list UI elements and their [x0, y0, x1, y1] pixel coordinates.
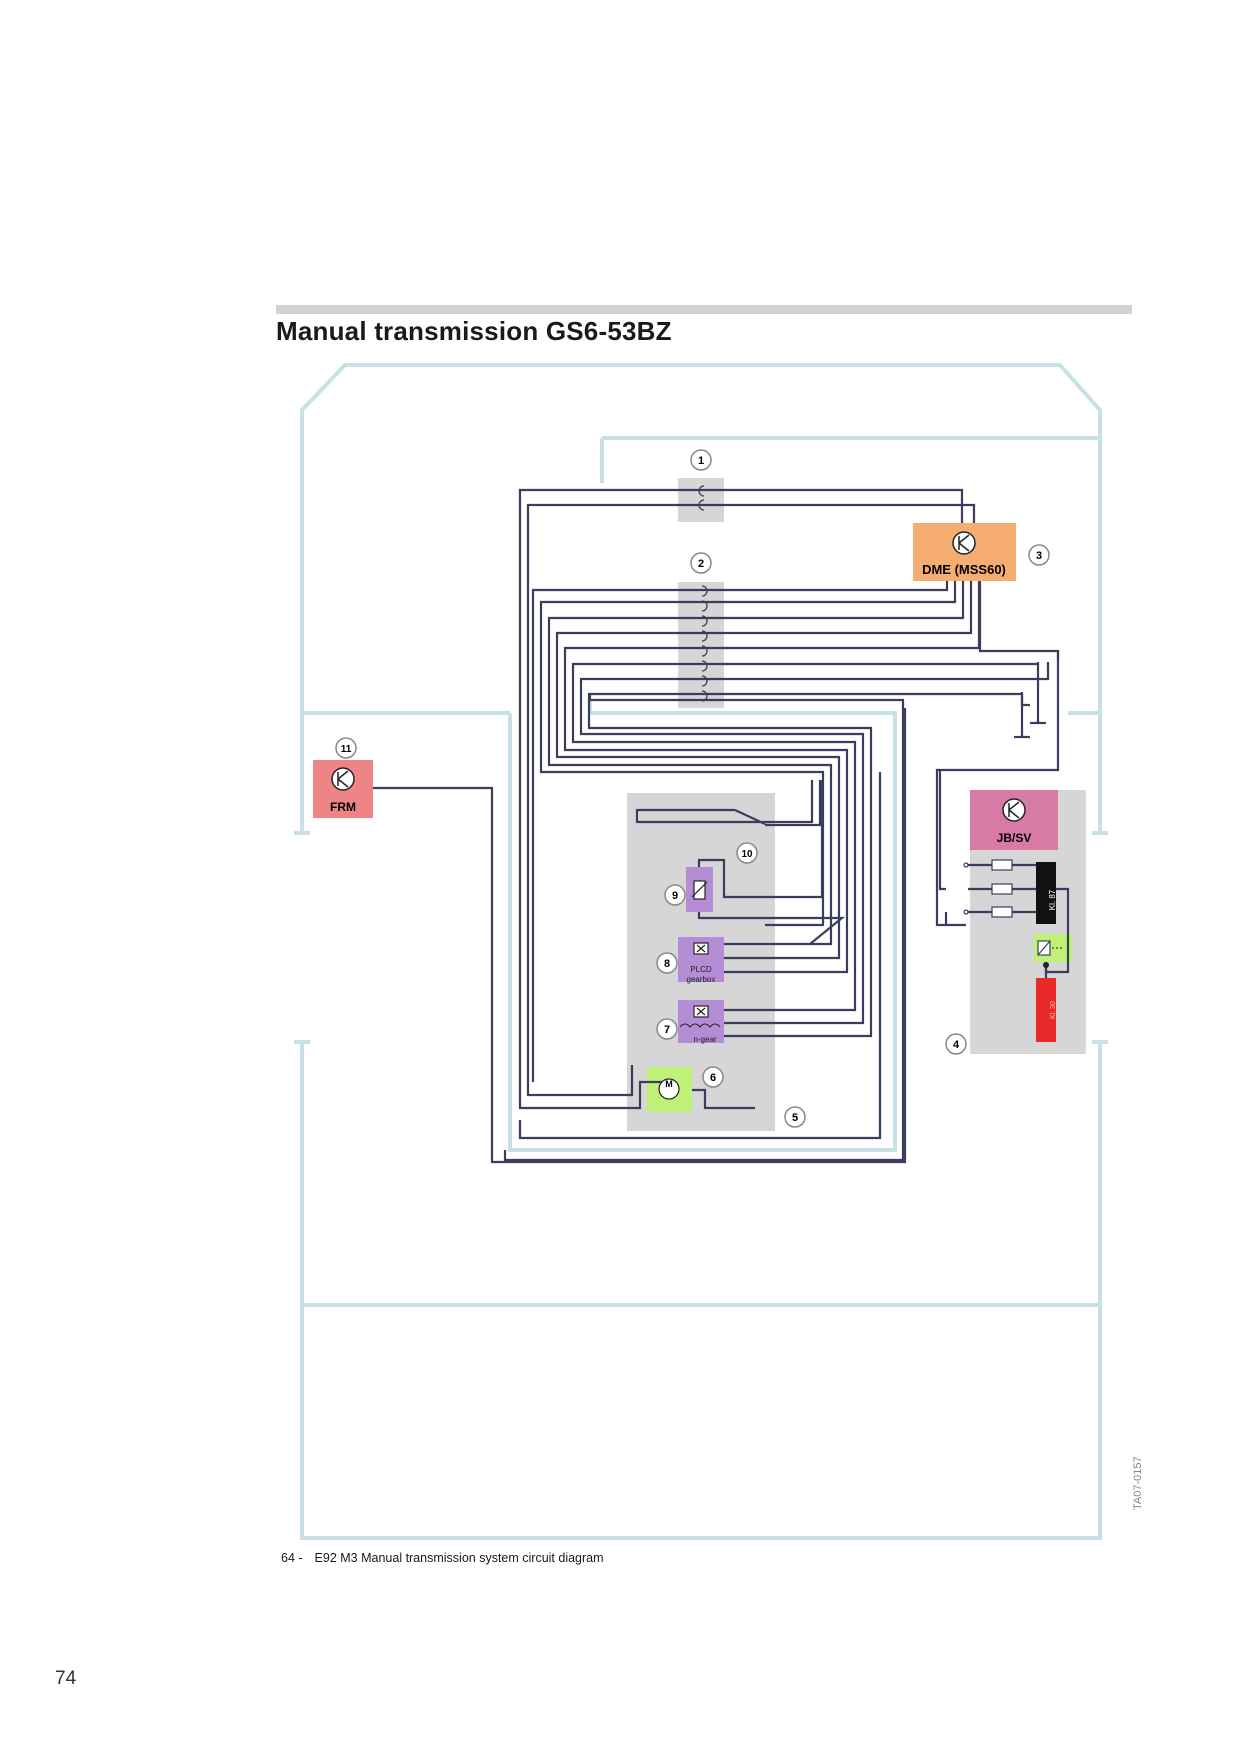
callout-10: 10	[736, 842, 758, 864]
wiring	[373, 488, 1070, 1164]
relay-symbol	[1037, 940, 1064, 956]
svg-text:11: 11	[341, 744, 352, 755]
svg-text:10: 10	[741, 849, 753, 860]
callout-9: 9	[664, 884, 686, 906]
vehicle-frame	[294, 363, 1108, 1540]
kl87-label: Kl. 87	[1048, 889, 1057, 910]
svg-text:8: 8	[664, 958, 670, 970]
svg-text:9: 9	[672, 890, 678, 902]
junction-dot	[1043, 962, 1049, 968]
n-gear-wave	[679, 1023, 721, 1028]
frm-label: FRM	[330, 800, 356, 814]
svg-text:4: 4	[953, 1039, 960, 1051]
callout-8: 8	[656, 952, 678, 974]
page-title: Manual transmission GS6-53BZ	[276, 316, 672, 346]
connector-2-pin	[701, 615, 708, 627]
motor-label: M	[665, 1079, 673, 1089]
svg-text:3: 3	[1036, 550, 1042, 562]
dme-label: DME (MSS60)	[922, 562, 1006, 577]
svg-text:2: 2	[698, 558, 704, 570]
svg-text:1: 1	[698, 455, 704, 467]
n-gear-label: n-gear	[693, 1035, 716, 1044]
connector-2-pin	[701, 690, 708, 702]
callout-5: 5	[784, 1106, 806, 1128]
callout-7: 7	[656, 1018, 678, 1040]
terminal-2	[963, 909, 969, 915]
callout-2: 2	[690, 552, 712, 574]
figure-code: TA07-0157	[1132, 1456, 1144, 1510]
connector-2-pin	[701, 630, 708, 642]
callout-6: 6	[702, 1066, 724, 1088]
connector-2-pin	[701, 585, 708, 597]
kl87-bar	[1036, 862, 1056, 924]
fuse-2	[991, 883, 1013, 895]
svg-text:7: 7	[664, 1024, 670, 1036]
terminal-1	[963, 862, 969, 868]
svg-text:6: 6	[710, 1072, 716, 1084]
frm-transistor-icon	[331, 767, 355, 791]
connector-2-pin	[701, 675, 708, 687]
figure-number: 64 -	[281, 1551, 303, 1565]
fuse-3	[991, 906, 1013, 918]
fuse-1	[991, 859, 1013, 871]
jbsv-transistor-icon	[1002, 798, 1026, 822]
page-number: 74	[55, 1668, 77, 1689]
dme-transistor-icon	[952, 531, 976, 555]
callout-3: 3	[1028, 544, 1050, 566]
connector-2-pin	[701, 660, 708, 672]
svg-text:5: 5	[792, 1112, 798, 1124]
connector-2-pin	[701, 600, 708, 612]
gearbox-label: gearbox	[687, 975, 716, 984]
kl30-label: Kl. 30	[1050, 1001, 1057, 1019]
connector-1-pins	[698, 485, 705, 511]
connector-1	[678, 478, 724, 522]
figure-caption-text: E92 M3 Manual transmission system circui…	[314, 1551, 604, 1565]
motor-symbol	[658, 1078, 680, 1100]
component-numbers: 1 2 3 4 5 6 7 8 9 10 11	[335, 449, 1050, 1128]
figure-caption: 64 - E92 M3 Manual transmission system ci…	[281, 1551, 604, 1565]
jbsv-label: JB/SV	[997, 831, 1032, 845]
callout-11: 11	[335, 737, 357, 759]
fuse-kl30	[1036, 978, 1056, 1042]
title-rule	[276, 305, 1132, 314]
callout-1: 1	[690, 449, 712, 471]
plcd-label: PLCD	[690, 965, 712, 974]
connector-2-pin	[701, 645, 708, 657]
callout-4: 4	[945, 1033, 967, 1055]
connector-2-pins	[701, 585, 708, 702]
